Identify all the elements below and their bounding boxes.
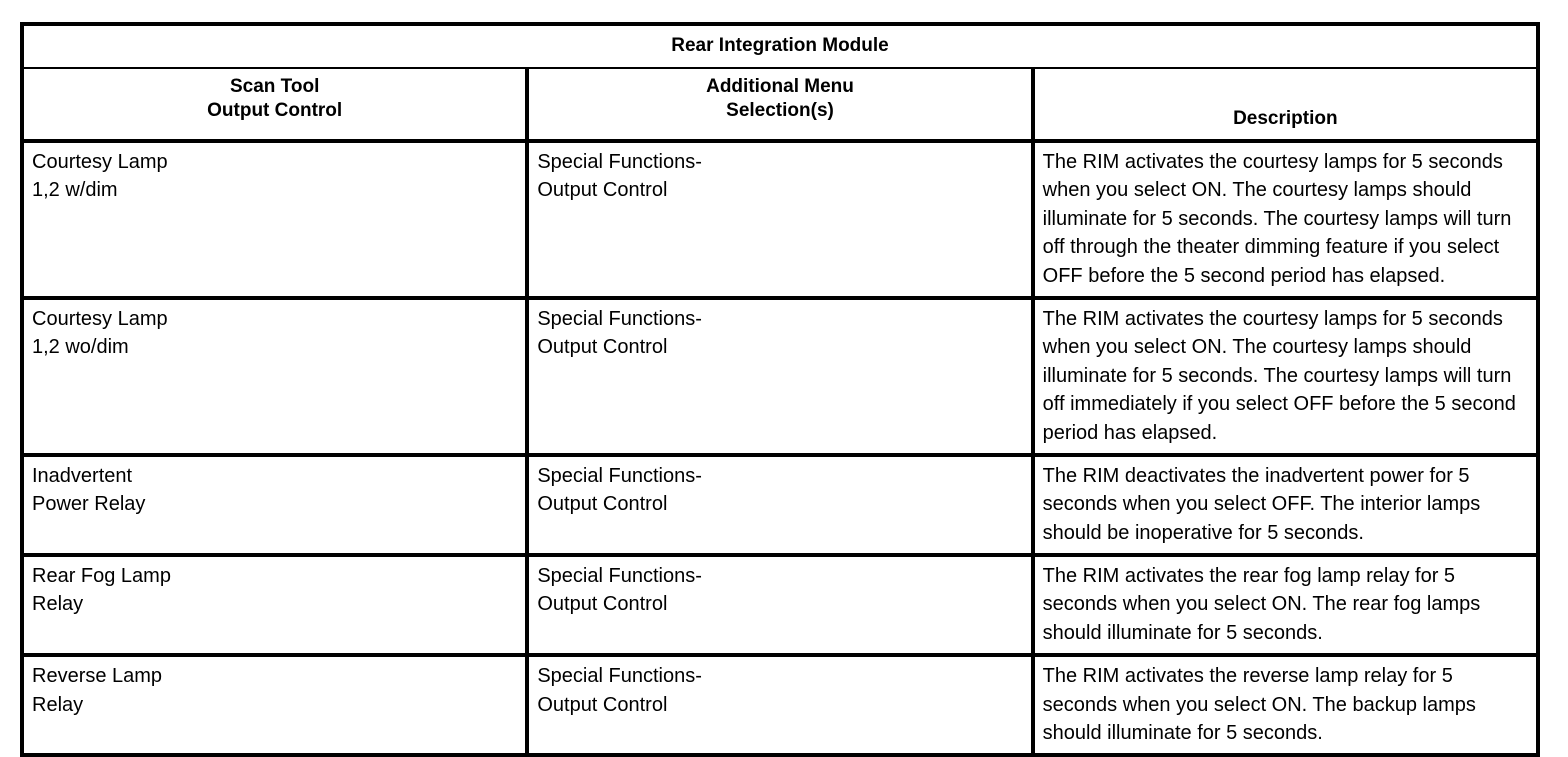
rear-integration-module-table: Rear Integration Module Scan Tool Output… [19, 22, 1541, 757]
table-row: Courtesy Lamp 1,2 w/dim Special Function… [19, 141, 1541, 300]
column-header-description: Description [1030, 68, 1541, 143]
table-row: Rear Fog Lamp Relay Special Functions- O… [19, 555, 1541, 658]
cell-description: The RIM activates the rear fog lamp rela… [1030, 555, 1541, 658]
column-header-label: Scan Tool Output Control [207, 76, 343, 121]
column-header-label: Additional Menu Selection(s) [706, 76, 854, 121]
cell-description: The RIM activates the reverse lamp relay… [1030, 655, 1541, 757]
cell-scan-tool-output-control: Courtesy Lamp 1,2 w/dim [19, 141, 530, 300]
table-title-row: Rear Integration Module [20, 22, 1540, 69]
cell-text: Rear Fog Lamp Relay [32, 565, 171, 616]
cell-text: Special Functions- Output Control [537, 665, 702, 716]
cell-additional-menu-selections: Special Functions- Output Control [525, 655, 1035, 757]
cell-additional-menu-selections: Special Functions- Output Control [525, 141, 1035, 300]
column-header-additional-menu-selections: Additional Menu Selection(s) [525, 68, 1035, 143]
table-row: Inadvertent Power Relay Special Function… [19, 454, 1541, 558]
cell-text: Inadvertent Power Relay [32, 464, 146, 516]
table-row: Reverse Lamp Relay Special Functions- Ou… [19, 655, 1541, 757]
cell-description: The RIM activates the courtesy lamps for… [1030, 141, 1541, 300]
cell-text: Special Functions- Output Control [537, 151, 702, 202]
cell-text: Special Functions- Output Control [537, 464, 702, 516]
cell-text: Courtesy Lamp 1,2 wo/dim [32, 307, 168, 359]
cell-additional-menu-selections: Special Functions- Output Control [525, 555, 1035, 658]
cell-text: Special Functions- Output Control [537, 307, 702, 359]
cell-text: Reverse Lamp Relay [32, 665, 163, 716]
cell-scan-tool-output-control: Reverse Lamp Relay [19, 655, 530, 757]
cell-additional-menu-selections: Special Functions- Output Control [525, 297, 1035, 457]
cell-text: Special Functions- Output Control [537, 565, 702, 616]
table-title: Rear Integration Module [20, 22, 1540, 69]
column-header-label: Description [1233, 108, 1338, 130]
cell-scan-tool-output-control: Inadvertent Power Relay [19, 454, 530, 558]
document-page: Rear Integration Module Scan Tool Output… [19, 22, 1541, 757]
cell-scan-tool-output-control: Courtesy Lamp 1,2 wo/dim [19, 297, 530, 457]
cell-scan-tool-output-control: Rear Fog Lamp Relay [19, 555, 530, 658]
cell-description: The RIM deactivates the inadvertent powe… [1030, 454, 1541, 558]
cell-text: Courtesy Lamp 1,2 w/dim [32, 151, 168, 202]
table-header-row: Scan Tool Output Control Additional Menu… [19, 68, 1541, 143]
cell-description: The RIM activates the courtesy lamps for… [1030, 297, 1541, 457]
cell-additional-menu-selections: Special Functions- Output Control [525, 454, 1035, 558]
table-row: Courtesy Lamp 1,2 wo/dim Special Functio… [19, 297, 1541, 457]
column-header-scan-tool-output-control: Scan Tool Output Control [19, 68, 530, 143]
